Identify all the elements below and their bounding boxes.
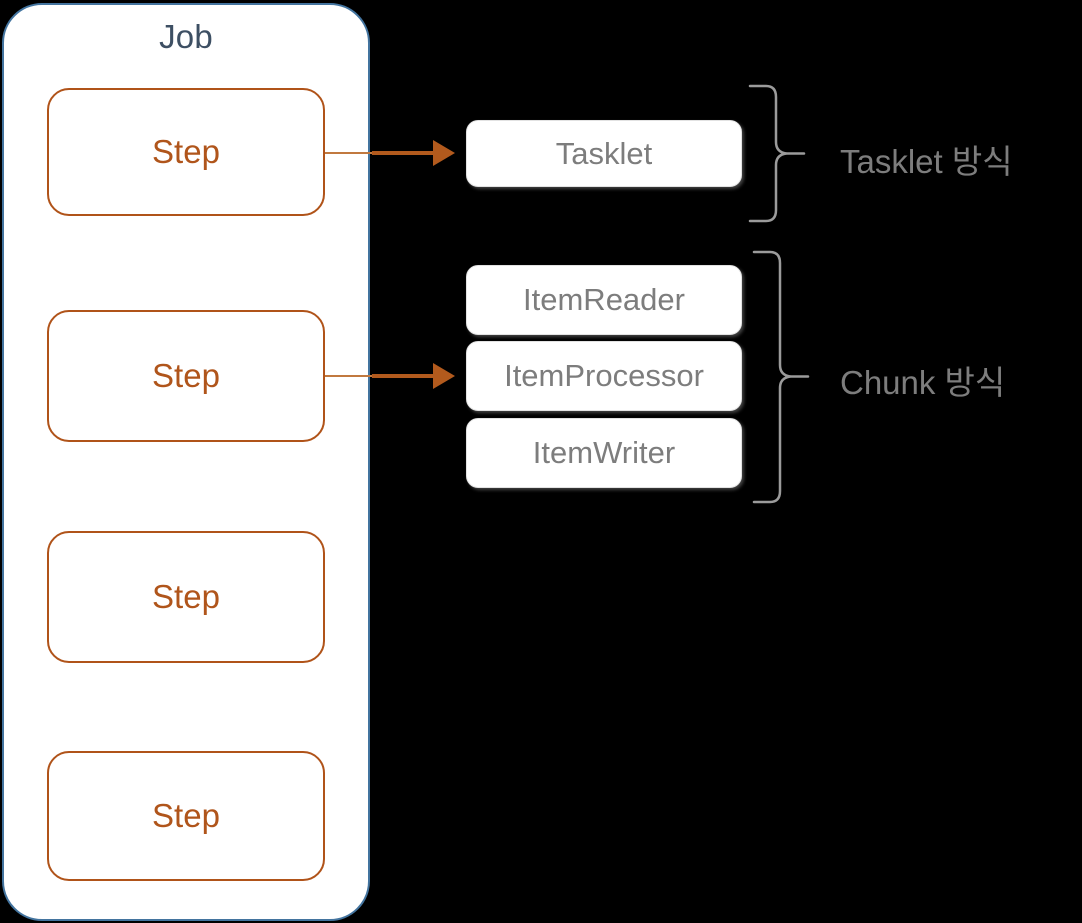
brace-chunk-icon xyxy=(752,248,812,506)
brace-tasklet-icon xyxy=(748,82,808,227)
item-reader-box[interactable]: ItemReader xyxy=(466,265,742,335)
connector-step1-segment-outer xyxy=(372,151,437,155)
item-writer-box[interactable]: ItemWriter xyxy=(466,418,742,488)
tasklet-box[interactable]: Tasklet xyxy=(466,120,742,187)
job-title: Job xyxy=(159,18,213,55)
label-chunk-method: Chunk 방식 xyxy=(840,364,1006,401)
item-processor-box[interactable]: ItemProcessor xyxy=(466,341,742,411)
connector-step2-segment-inner xyxy=(325,375,372,377)
connector-step2-segment-outer xyxy=(372,374,437,378)
step-box-4[interactable]: Step xyxy=(47,751,325,881)
step-box-3[interactable]: Step xyxy=(47,531,325,663)
step-box-2[interactable]: Step xyxy=(47,310,325,442)
label-tasklet-method: Tasklet 방식 xyxy=(840,143,1013,180)
arrow-head-step1 xyxy=(433,140,455,166)
step-box-1[interactable]: Step xyxy=(47,88,325,216)
arrow-head-step2 xyxy=(433,363,455,389)
connector-step1-segment-inner xyxy=(325,152,372,154)
